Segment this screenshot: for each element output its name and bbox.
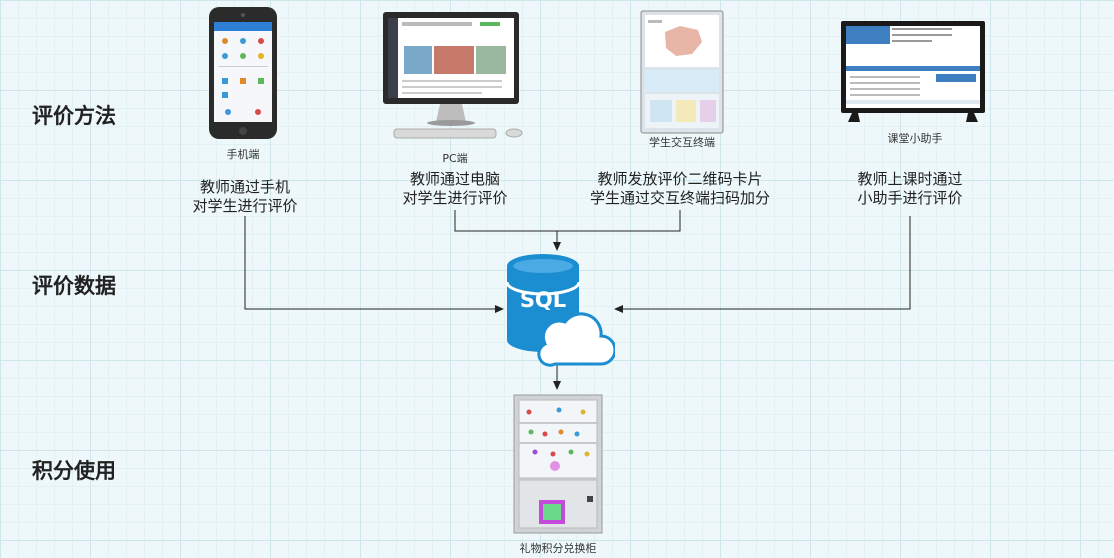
section-label-method: 评价方法 bbox=[32, 104, 116, 128]
gift-cabinet-icon bbox=[513, 394, 603, 534]
device-caption-terminal: 学生交互终端 bbox=[649, 136, 715, 149]
desc-line: 对学生进行评价 bbox=[192, 197, 298, 215]
sql-label: SQL bbox=[519, 288, 567, 312]
desc-line: 教师通过手机 bbox=[199, 178, 290, 196]
desktop-computer-icon bbox=[383, 12, 523, 139]
desc-line: 小助手进行评价 bbox=[857, 189, 963, 207]
arrow-pc-terminal-to-db bbox=[454, 210, 681, 250]
device-desc-phone: 教师通过手机 对学生进行评价 bbox=[165, 178, 325, 216]
device-caption-assistant: 课堂小助手 bbox=[887, 132, 943, 145]
arrow-assistant-to-db bbox=[614, 216, 911, 313]
desc-line: 教师上课时通过 bbox=[857, 170, 963, 188]
smartphone-icon bbox=[209, 7, 277, 139]
section-label-data: 评价数据 bbox=[32, 274, 116, 298]
desc-line: 教师通过电脑 bbox=[409, 170, 500, 188]
cabinet-caption: 礼物积分兑换柜 bbox=[519, 542, 597, 555]
device-desc-assistant: 教师上课时通过 小助手进行评价 bbox=[830, 170, 990, 208]
desc-line: 教师发放评价二维码卡片 bbox=[597, 170, 763, 188]
desc-line: 学生通过交互终端扫码加分 bbox=[589, 189, 770, 207]
classroom-display-icon bbox=[841, 21, 985, 122]
cloud-database-icon bbox=[505, 254, 615, 367]
kiosk-terminal-icon bbox=[640, 10, 724, 134]
device-caption-pc: PC端 bbox=[442, 152, 468, 165]
device-caption-phone: 手机端 bbox=[226, 148, 260, 161]
section-label-usage: 积分使用 bbox=[32, 459, 116, 483]
arrow-phone-to-db bbox=[244, 216, 504, 313]
device-desc-terminal: 教师发放评价二维码卡片 学生通过交互终端扫码加分 bbox=[565, 170, 795, 208]
desc-line: 对学生进行评价 bbox=[402, 189, 508, 207]
device-desc-pc: 教师通过电脑 对学生进行评价 bbox=[375, 170, 535, 208]
